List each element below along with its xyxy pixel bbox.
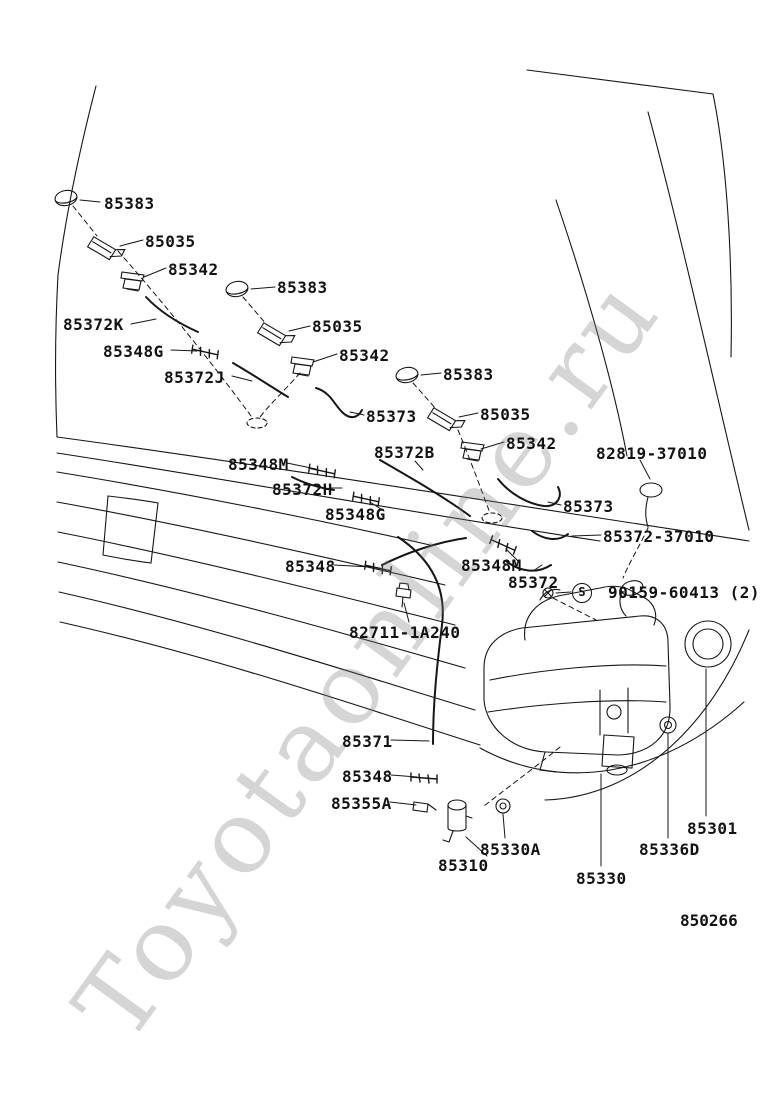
- part-number-label[interactable]: 85342: [506, 434, 557, 453]
- part-number-label[interactable]: 85371: [342, 732, 393, 751]
- part-number-label[interactable]: 85383: [104, 194, 155, 213]
- part-number-label[interactable]: 85372B: [374, 443, 435, 462]
- screw-symbol-icon: S: [572, 583, 592, 603]
- washer-hoses: [145, 296, 569, 745]
- part-number-label[interactable]: 85383: [277, 278, 328, 297]
- part-number-label[interactable]: 82819-37010: [596, 444, 708, 463]
- part-number-label[interactable]: 85372H: [272, 480, 333, 499]
- part-number-label[interactable]: 85330: [576, 869, 627, 888]
- part-number-label[interactable]: 85035: [145, 232, 196, 251]
- washer-tank-drawing: [483, 580, 732, 776]
- part-number-label[interactable]: 85355A: [331, 794, 392, 813]
- part-number-label[interactable]: 82711-1A240: [349, 623, 461, 642]
- part-number-label[interactable]: 85330A: [480, 840, 541, 859]
- diagram-id: 850266: [680, 911, 738, 930]
- part-number-label[interactable]: 85348: [342, 767, 393, 786]
- part-number-label[interactable]: 85372: [508, 573, 559, 592]
- part-number-label[interactable]: 85348: [285, 557, 336, 576]
- part-number-label[interactable]: 85372K: [63, 315, 124, 334]
- part-number-label[interactable]: 85336D: [639, 840, 700, 859]
- part-number-label[interactable]: 85310: [438, 856, 489, 875]
- part-number-label[interactable]: 85383: [443, 365, 494, 384]
- part-number-label[interactable]: 85035: [480, 405, 531, 424]
- part-number-label[interactable]: 85035: [312, 317, 363, 336]
- part-number-label[interactable]: 85348M: [228, 455, 289, 474]
- part-number-label[interactable]: 85342: [339, 346, 390, 365]
- vehicle-outline: [55, 69, 750, 801]
- part-number-label[interactable]: 85373: [563, 497, 614, 516]
- part-number-label[interactable]: 85372-37010: [603, 527, 715, 546]
- part-number-label[interactable]: 85301: [687, 819, 738, 838]
- small-parts: [395, 482, 663, 843]
- part-number-label[interactable]: 85348M: [461, 556, 522, 575]
- mount-holes: [246, 417, 503, 524]
- part-number-label[interactable]: 85372J: [164, 368, 225, 387]
- part-number-label[interactable]: 85348G: [103, 342, 164, 361]
- assembly-dashed-lines: [72, 205, 649, 807]
- part-number-label[interactable]: 85348G: [325, 505, 386, 524]
- part-number-label[interactable]: 90159-60413 (2): [608, 583, 760, 602]
- part-number-label[interactable]: 85373: [366, 407, 417, 426]
- leader-lines: [79, 199, 707, 867]
- part-number-label[interactable]: 85342: [168, 260, 219, 279]
